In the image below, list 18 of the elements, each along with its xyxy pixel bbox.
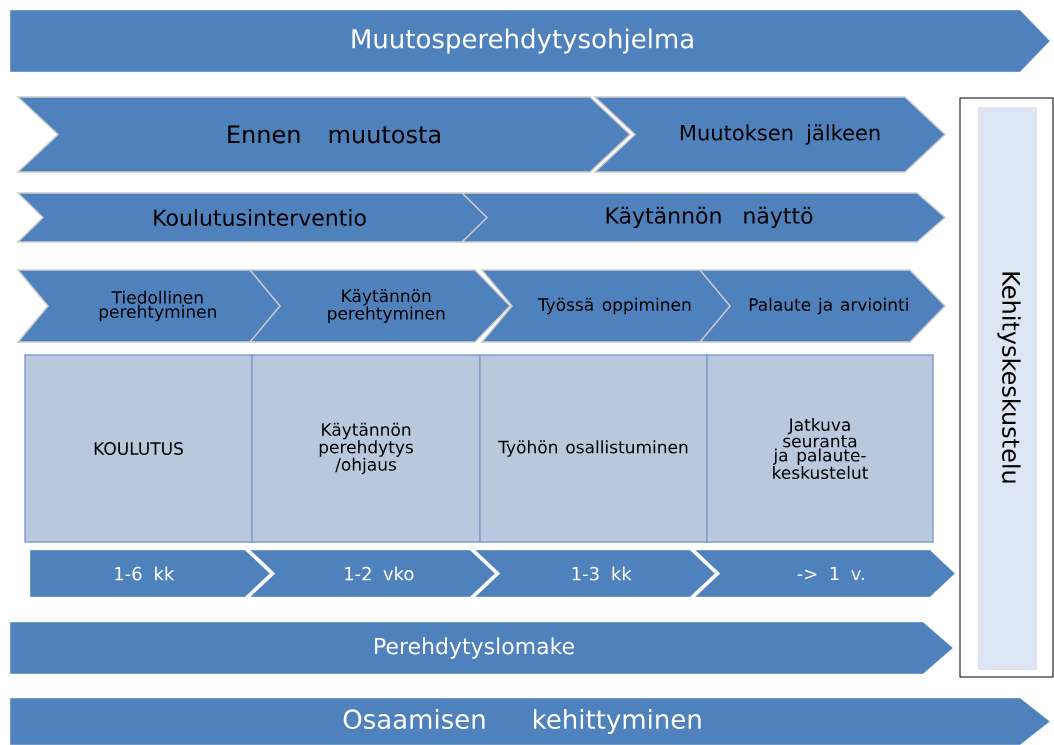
phase-box: Käytännön perehdytys /ohjaus	[251, 354, 481, 543]
phase-box: KOULUTUS	[24, 354, 253, 543]
phase-box: Jatkuva seuranta ja palaute- keskustelut	[706, 354, 934, 543]
chevron-band: 1-6 kk	[29, 549, 271, 598]
chevron-band: Käytännön näyttö	[460, 192, 947, 243]
chevron-band: 1-3 kk	[474, 549, 716, 598]
chevron-band: -> 1 v.	[694, 549, 956, 598]
chevron-band: Ennen muutosta	[16, 96, 632, 173]
side-box: Kehityskeskustelu	[959, 97, 1054, 678]
chevron-band: 1-2 vko	[249, 549, 496, 598]
chevron-band: Perehdytyslomake	[9, 621, 954, 675]
chevron-band: Palaute ja arviointi	[698, 269, 947, 343]
phase-box: Työhön osallistuminen	[479, 354, 708, 543]
chevron-band: Tiedollinen perehtyminen	[16, 269, 287, 343]
chevron-band: Muutosperehdytysohjelma	[9, 9, 1051, 73]
chevron-band: Koulutusinterventio	[16, 192, 492, 243]
chevron-band: Muutoksen jälkeen	[593, 96, 947, 173]
chevron-band: Osaamisen kehittyminen	[9, 697, 1051, 745]
